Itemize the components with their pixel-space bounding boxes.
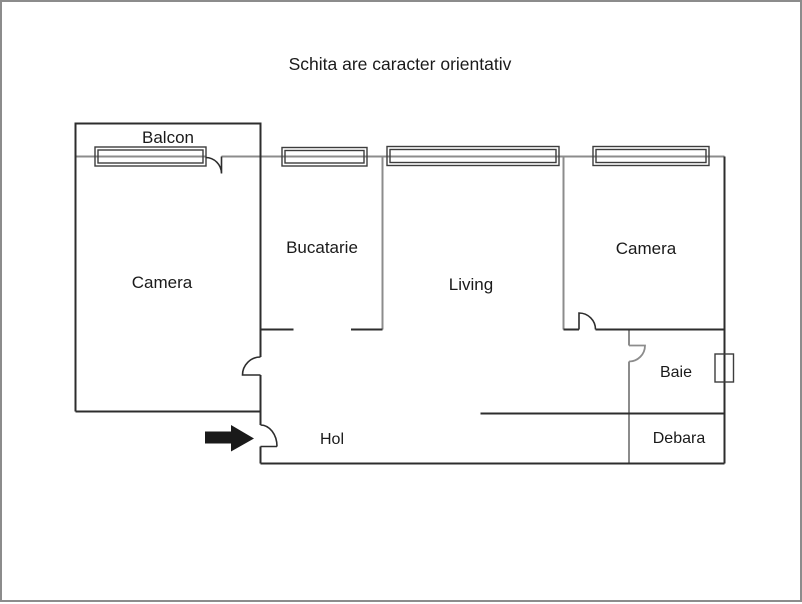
room-label-bucatarie: Bucatarie: [286, 238, 358, 257]
walls-layer: [74, 122, 726, 465]
camera-right-window: [592, 145, 710, 167]
room-label-balcon: Balcon: [142, 128, 194, 147]
room-label-baie: Baie: [660, 364, 692, 381]
kitchen-window: [281, 146, 368, 167]
plan-title: Schita are caracter orientativ: [289, 54, 512, 74]
room-label-debara: Debara: [653, 430, 706, 447]
camera-left-door-swing: [241, 356, 261, 376]
room-label-living: Living: [449, 275, 493, 294]
balcony-door-swing: [205, 156, 223, 174]
room-label-camera-left: Camera: [132, 273, 193, 292]
labels-layer: Schita are caracter orientativ Balcon Ca…: [132, 54, 706, 448]
room-label-camera-right: Camera: [616, 239, 677, 258]
bathroom-window: [714, 353, 735, 383]
camera-right-door-swing: [578, 312, 597, 330]
room-label-hol: Hol: [320, 431, 344, 448]
windows-layer: [94, 145, 735, 383]
entrance-arrow-icon: [205, 425, 254, 452]
doors-layer: [205, 156, 646, 448]
balcony-outline-wall: [74, 122, 262, 157]
bathroom-door-swing: [628, 344, 646, 363]
living-window: [386, 145, 560, 167]
balcony-window: [94, 146, 207, 167]
entrance-door-swing: [260, 424, 278, 448]
